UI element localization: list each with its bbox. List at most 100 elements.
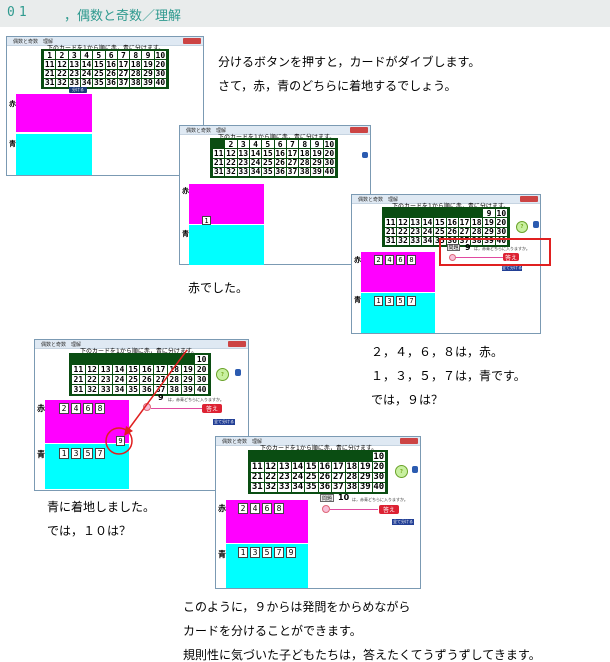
number-card: 27: [117, 69, 130, 78]
window-controls[interactable]: [228, 341, 246, 347]
number-card: 3: [68, 51, 80, 60]
number-card: 13: [99, 365, 113, 374]
sorted-card: 3: [71, 448, 81, 459]
number-card: 10: [154, 51, 166, 60]
question-text: は，赤青どちらに入りますか。: [474, 246, 530, 251]
window-title: 偶数と奇数 理解: [222, 439, 263, 445]
number-card: 1: [44, 51, 56, 60]
sorted-card: 3: [250, 547, 260, 558]
window-titlebar: 偶数と奇数 理解: [35, 340, 248, 349]
number-card: 37: [458, 236, 471, 245]
number-card: 26: [318, 472, 331, 482]
number-card: 21: [44, 69, 56, 78]
window-controls[interactable]: [183, 38, 201, 44]
text-block-5: このように，９からは発問をからめながら カードを分けることができます。 規則性に…: [183, 595, 541, 662]
number-card: 19: [142, 60, 154, 69]
number-card: 19: [483, 218, 495, 227]
number-card: [72, 355, 85, 364]
text-block-4: 青に着地しました。 では，１０は？: [47, 495, 155, 543]
answer-button[interactable]: 答え: [379, 505, 399, 514]
divide-all-button[interactable]: 全て分ける: [392, 519, 414, 525]
number-card: 9: [483, 209, 495, 218]
window-controls[interactable]: [350, 127, 368, 133]
number-card: [154, 355, 167, 364]
answer-button[interactable]: 答え: [503, 253, 519, 262]
window-title: 偶数と奇数 理解: [358, 197, 399, 203]
sorted-card: 4: [385, 255, 394, 265]
section-header: 01 ，偶数と奇数／理解: [0, 0, 610, 27]
window-controls[interactable]: [520, 196, 538, 202]
number-card: 8: [130, 51, 142, 60]
pencil-icon[interactable]: [362, 152, 368, 158]
number-card: 7: [286, 140, 299, 149]
sorted-card: 8: [407, 255, 416, 265]
number-card: 24: [421, 227, 434, 236]
sorted-card: 7: [407, 296, 416, 306]
number-card: 40: [495, 236, 507, 245]
divide-all-button[interactable]: 全て分ける: [502, 265, 522, 271]
window-controls[interactable]: [400, 438, 418, 444]
divide-button[interactable]: 分ける: [69, 87, 87, 93]
number-card: 23: [99, 375, 113, 384]
red-label: 赤: [218, 504, 226, 513]
number-card: 36: [105, 78, 117, 87]
number-card: 13: [278, 462, 291, 472]
number-card: 39: [311, 167, 323, 176]
sorted-card: 6: [262, 503, 272, 514]
number-card: 17: [117, 60, 130, 69]
number-card: 33: [409, 236, 421, 245]
number-card: 36: [446, 236, 458, 245]
number-card: 25: [262, 158, 274, 167]
sorted-card: 5: [262, 547, 272, 558]
number-card: 18: [471, 218, 483, 227]
number-card: 18: [167, 365, 181, 374]
number-card: 23: [237, 158, 249, 167]
window-title: 偶数と奇数 理解: [186, 128, 227, 134]
number-card: 15: [126, 365, 140, 374]
number-card: 25: [305, 472, 318, 482]
pencil-icon[interactable]: [235, 369, 241, 376]
instruction-caption: 下のカードを1から順に赤，青に分けます。: [260, 445, 378, 452]
blue-label: 青: [182, 230, 189, 238]
divide-all-button[interactable]: 全て分ける: [213, 419, 235, 425]
number-card: 38: [471, 236, 483, 245]
app-window-3: 偶数と奇数 理解 下のカードを1から順に赤，青に分けます。 9101112131…: [351, 194, 541, 334]
number-card: 37: [117, 78, 130, 87]
number-card: 21: [72, 375, 85, 384]
blue-zone: [189, 225, 264, 265]
sorted-card: 5: [396, 296, 405, 306]
number-card: 34: [249, 167, 262, 176]
blue-zone: [16, 134, 92, 175]
number-card: 32: [56, 78, 68, 87]
number-card: [385, 209, 397, 218]
number-card: 22: [56, 69, 68, 78]
number-card: 14: [421, 218, 434, 227]
number-card: [85, 355, 99, 364]
text-line: 赤でした。: [188, 281, 249, 295]
number-card: 27: [286, 158, 299, 167]
number-card: 30: [372, 472, 385, 482]
pencil-icon[interactable]: [533, 221, 539, 228]
number-card: 4: [80, 51, 93, 60]
number-card: 5: [262, 140, 274, 149]
pencil-icon[interactable]: [412, 466, 418, 473]
number-card: [181, 355, 195, 364]
section-title: ，偶数と奇数／理解: [64, 9, 182, 24]
number-card: 11: [385, 218, 397, 227]
red-zone: [16, 94, 92, 132]
instruction-caption: 下のカードを1から順に赤，青に分けます。: [47, 43, 164, 52]
number-card: [99, 355, 113, 364]
number-card: 25: [126, 375, 140, 384]
number-card: 16: [318, 462, 331, 472]
number-card: 12: [85, 365, 99, 374]
number-card: [434, 209, 446, 218]
question-number: 10: [338, 493, 350, 502]
text-line: では，１０は？: [47, 524, 132, 538]
sorted-card: 8: [274, 503, 284, 514]
number-card: 35: [305, 482, 318, 492]
number-card: 23: [409, 227, 421, 236]
answer-button[interactable]: 答え: [202, 404, 222, 413]
